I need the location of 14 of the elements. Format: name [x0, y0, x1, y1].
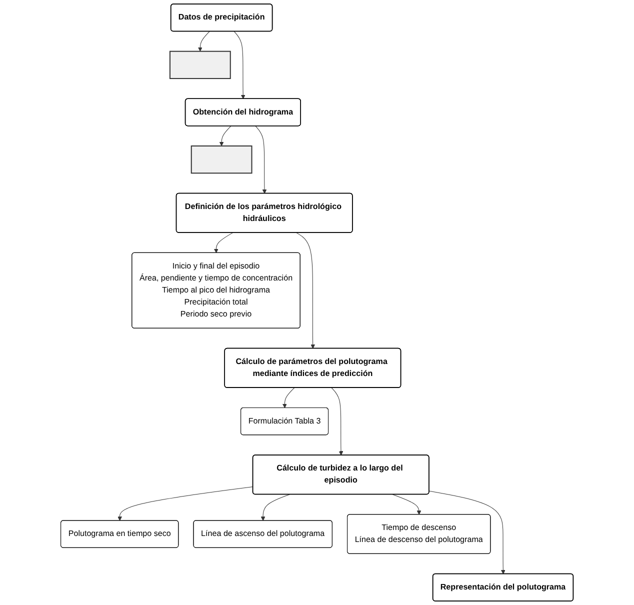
arrow: [282, 388, 295, 408]
arrow: [219, 126, 232, 146]
arrow: [392, 494, 422, 515]
arrow: [296, 232, 316, 349]
node-box: [190, 145, 252, 174]
node-box: [169, 50, 231, 80]
arrow: [234, 31, 246, 100]
arrow: [214, 232, 233, 254]
arrow: [260, 494, 290, 521]
arrow: [428, 490, 506, 574]
arrow: [255, 126, 267, 194]
arrow: [331, 388, 344, 456]
arrow: [118, 486, 254, 521]
arrow: [198, 31, 210, 52]
